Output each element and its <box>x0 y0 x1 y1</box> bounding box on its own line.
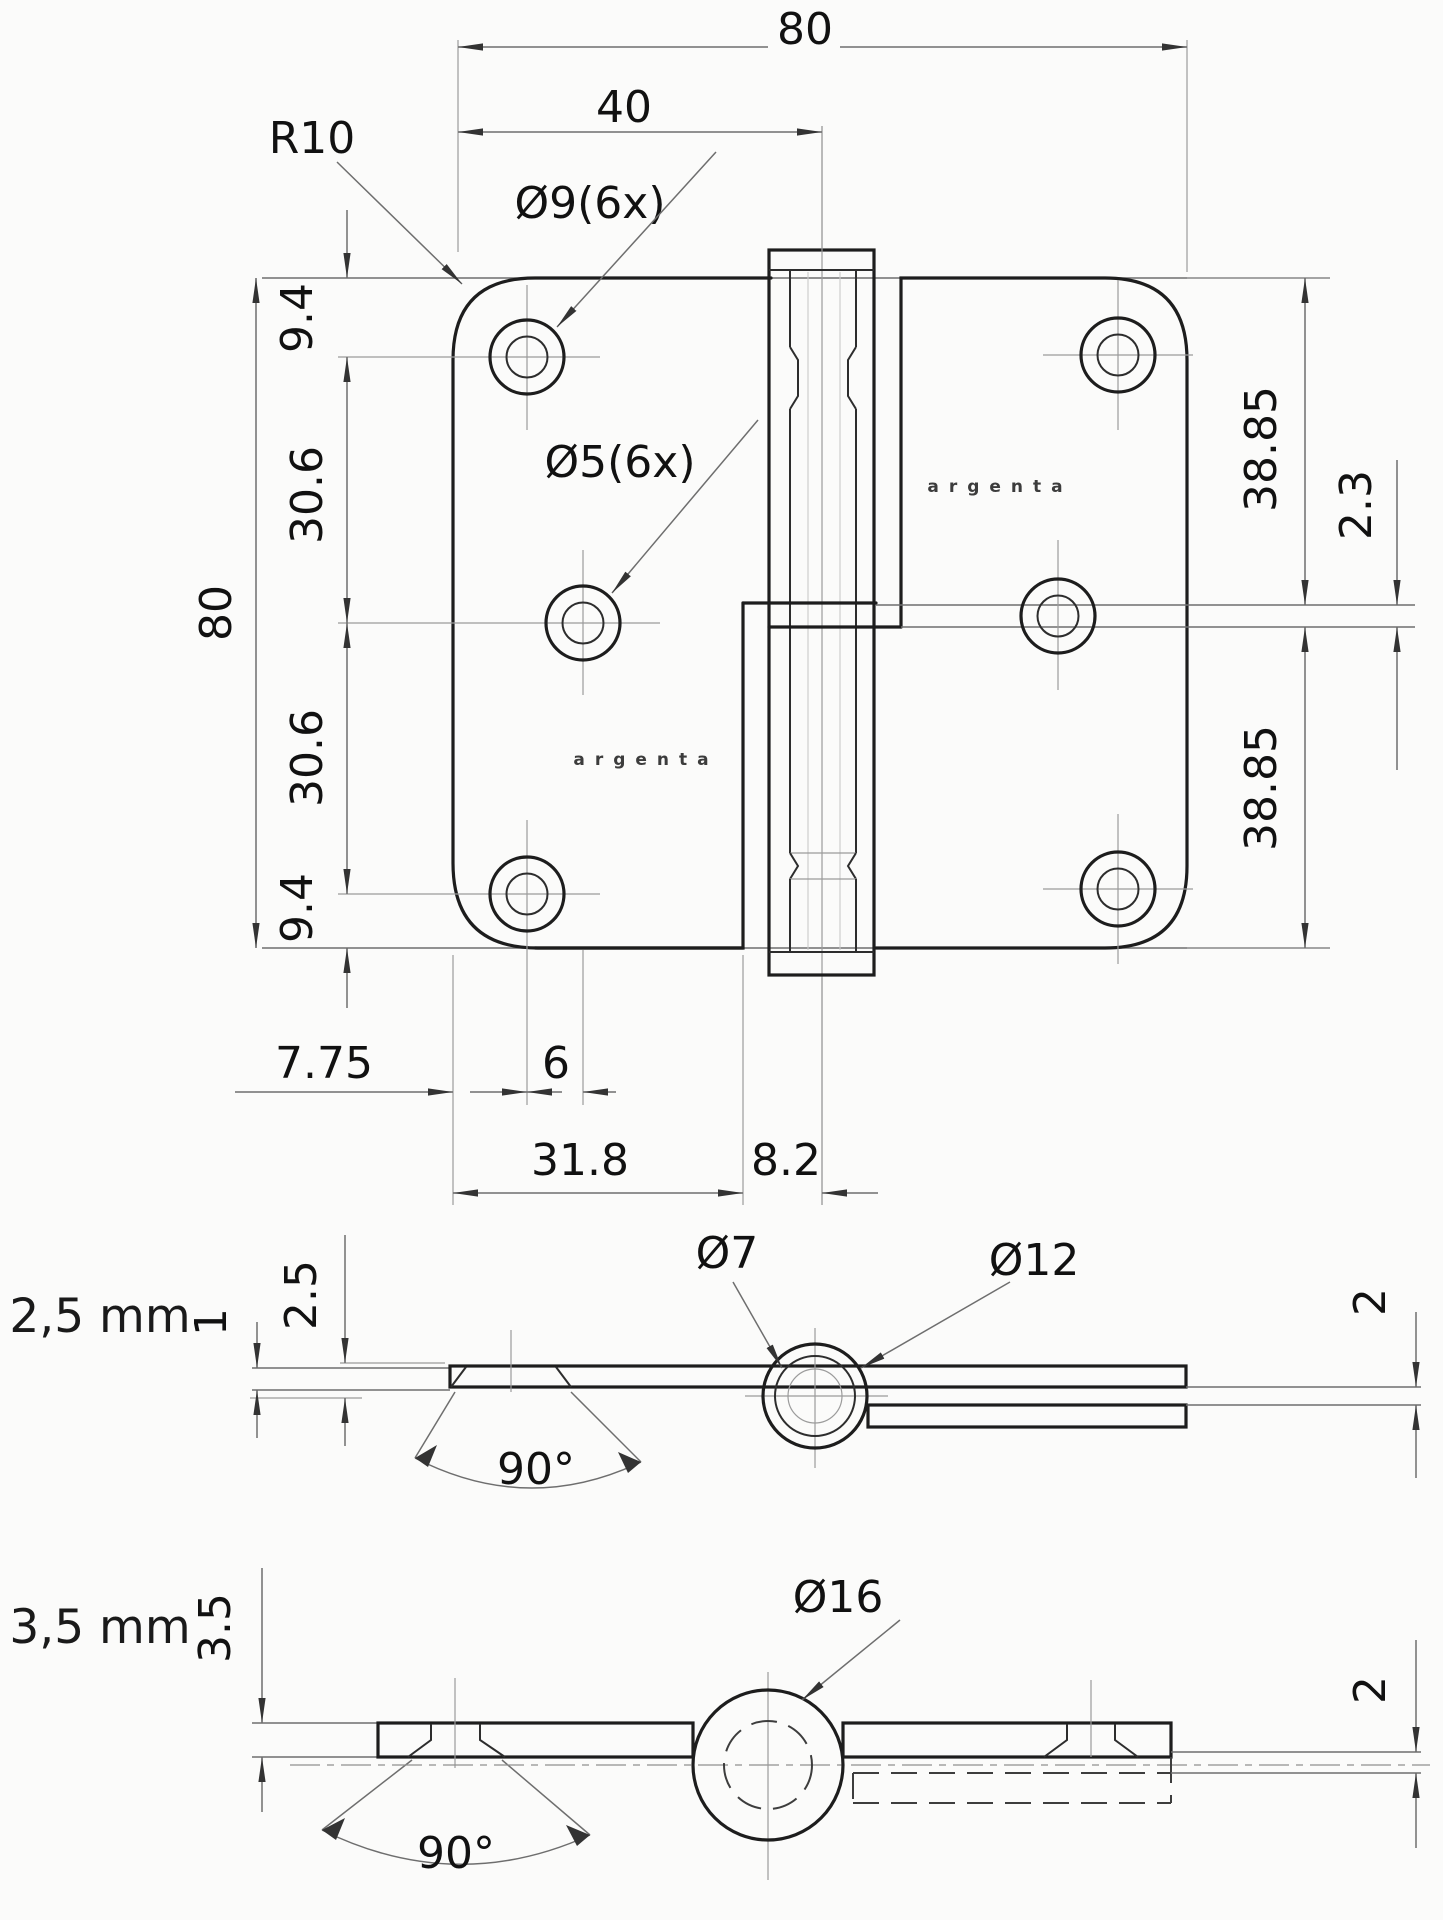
dim-offset-2: 2 <box>1345 1288 1396 1316</box>
knuckle-neck-right <box>847 346 857 410</box>
dim-left-chain-1: 9.4 <box>272 283 323 353</box>
dim-leaf-width: 31.8 <box>531 1135 629 1186</box>
dim-right-top: 38.85 <box>1236 386 1287 512</box>
leader-countersink <box>556 151 717 328</box>
pin-hole-section <box>787 1368 843 1424</box>
hole-center-lines <box>338 280 1193 1205</box>
dim-thickness-3.5: 3.5 <box>190 1593 241 1663</box>
left-leaf-plate <box>451 276 773 950</box>
upper-leaf-section <box>448 1364 1188 1389</box>
dim-core-hole-callout: Ø5(6x) <box>545 437 696 488</box>
dim-gap-1: 1 <box>186 1308 237 1336</box>
angle-arc <box>321 1829 591 1866</box>
lower-leaf-section <box>866 1403 1188 1429</box>
top-view: argenta argenta 80 40 R10 Ø9(6x) Ø5(6x) … <box>191 4 1415 1205</box>
dim-left-chain-4: 9.4 <box>272 873 323 943</box>
knuckle-section-mid <box>774 1355 856 1437</box>
section-view-2-5mm: 2,5 mm 1 2.5 90° Ø7 Ø12 <box>9 1228 1421 1495</box>
angle-arrow <box>566 1825 590 1846</box>
section-label-3-5mm: 3,5 mm <box>9 1600 190 1655</box>
screw-holes <box>488 316 1157 933</box>
leader-knuckle <box>801 1619 901 1701</box>
dim-thickness-2.5: 2.5 <box>276 1260 327 1330</box>
angle-leg <box>501 1759 591 1836</box>
dim-step-offset: 2.3 <box>1331 470 1382 540</box>
knuckle-groove-right <box>846 852 857 880</box>
dim-edge-to-hole: 7.75 <box>275 1038 373 1089</box>
dim-leaf-to-center: 8.2 <box>751 1135 821 1186</box>
dim-right-bottom: 38.85 <box>1236 725 1287 851</box>
left-leaf-section <box>376 1721 695 1759</box>
knuckle-groove-left <box>789 852 800 880</box>
screw-hole <box>1079 850 1157 928</box>
knuckle-neck-left <box>789 346 799 410</box>
section-label-2-5mm: 2,5 mm <box>9 1289 190 1344</box>
dim-countersink-angle: 90° <box>417 1828 495 1879</box>
countersink-profile <box>407 1724 506 1758</box>
right-leaf-plate <box>874 276 1189 950</box>
screw-hole <box>488 855 566 933</box>
dim-pin-callout: Ø7 <box>696 1228 759 1279</box>
pin-hole-hidden <box>723 1720 813 1810</box>
dim-overall-width: 80 <box>777 4 833 55</box>
brand-engraving-left: argenta <box>573 750 718 770</box>
countersink-profile <box>450 1366 572 1388</box>
dim-offset-2: 2 <box>1345 1676 1396 1704</box>
dim-overall-height: 80 <box>191 585 242 641</box>
screw-hole <box>1019 577 1097 655</box>
dim-hole-offset: 6 <box>542 1038 570 1089</box>
dim-countersink-angle: 90° <box>497 1444 575 1495</box>
countersink-profile <box>1043 1724 1139 1758</box>
dim-corner-radius: R10 <box>269 113 356 164</box>
leader-corner-radius <box>336 161 463 285</box>
angle-leg <box>570 1391 642 1463</box>
dim-left-chain-2: 30.6 <box>282 446 333 544</box>
angle-leg <box>414 1391 456 1459</box>
dim-half-width: 40 <box>596 82 652 133</box>
knuckle-section-outer <box>761 1342 869 1450</box>
section-view-3-5mm: 3,5 mm 3.5 90° Ø16 <box>9 1568 1430 1880</box>
leader-knuckle <box>860 1281 1011 1369</box>
angle-arrow <box>415 1445 437 1467</box>
brand-engraving-right: argenta <box>927 477 1072 497</box>
dim-knuckle-callout: Ø16 <box>793 1572 884 1623</box>
leader-pin <box>732 1281 783 1369</box>
dim-knuckle-callout: Ø12 <box>989 1235 1080 1286</box>
leader-core-hole <box>611 419 759 594</box>
screw-hole <box>544 584 622 662</box>
dim-countersink-callout: Ø9(6x) <box>515 178 666 229</box>
angle-arrow <box>322 1818 345 1840</box>
angle-arrow <box>618 1452 641 1473</box>
knuckle-section-outer <box>691 1688 845 1842</box>
angle-leg <box>321 1759 413 1831</box>
right-leaf-section <box>841 1721 1173 1759</box>
screw-hole <box>1079 316 1157 394</box>
knuckle <box>767 126 876 1205</box>
angle-arc <box>414 1457 642 1489</box>
dim-left-chain-3: 30.6 <box>282 709 333 807</box>
screw-hole <box>488 318 566 396</box>
